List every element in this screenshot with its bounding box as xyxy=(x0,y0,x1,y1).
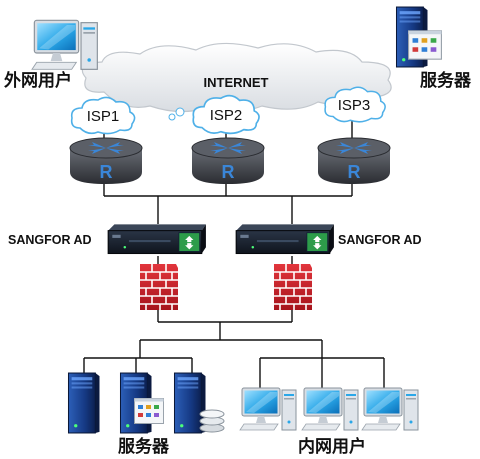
router-1: R xyxy=(69,137,143,185)
isp3-label: ISP3 xyxy=(338,97,371,114)
server-bottom-label: 服务器 xyxy=(118,436,170,457)
app-window-icon xyxy=(134,398,164,424)
desktop-computer-icon xyxy=(239,387,297,431)
server-top: 服务器 xyxy=(395,6,472,91)
sangfor-ad-left: SANGFOR AD xyxy=(8,223,207,255)
isp1-cloud: ISP1 xyxy=(70,96,136,135)
internal-user-group: 内网用户 xyxy=(239,387,419,457)
external-user: 外网用户 xyxy=(4,19,98,91)
firewall-left-icon xyxy=(139,263,179,311)
internal-user-label: 内网用户 xyxy=(298,436,366,457)
router-2: R xyxy=(191,137,265,185)
desktop-computer-icon xyxy=(301,387,359,431)
rack-appliance-icon xyxy=(235,223,335,255)
disk-stack-icon xyxy=(199,409,225,433)
router-3: R xyxy=(317,137,391,185)
rack-appliance-icon xyxy=(107,223,207,255)
sangfor-right-label: SANGFOR AD xyxy=(338,233,422,247)
firewall-right-icon xyxy=(273,263,313,311)
desktop-computer-icon xyxy=(31,19,98,70)
isp2-label: ISP2 xyxy=(210,107,243,124)
isp3-cloud: ISP3 xyxy=(324,86,386,123)
router-2-label: R xyxy=(222,162,235,182)
desktop-computer-icon xyxy=(361,387,419,431)
server-tower-icon xyxy=(67,372,101,434)
sangfor-ad-right: SANGFOR AD xyxy=(235,223,422,255)
isp1-label: ISP1 xyxy=(87,108,120,125)
server-top-label: 服务器 xyxy=(420,70,472,91)
router-1-label: R xyxy=(100,162,113,182)
internet-label: INTERNET xyxy=(204,75,269,90)
server-tower-icon xyxy=(173,372,207,434)
app-window-icon xyxy=(408,30,442,60)
sangfor-left-label: SANGFOR AD xyxy=(8,233,92,247)
router-3-label: R xyxy=(348,162,361,182)
server-group-bottom: 服务器 xyxy=(67,372,225,457)
isp2-cloud: ISP2 xyxy=(168,94,260,135)
external-user-label: 外网用户 xyxy=(4,70,72,91)
connection-lines xyxy=(83,120,385,388)
